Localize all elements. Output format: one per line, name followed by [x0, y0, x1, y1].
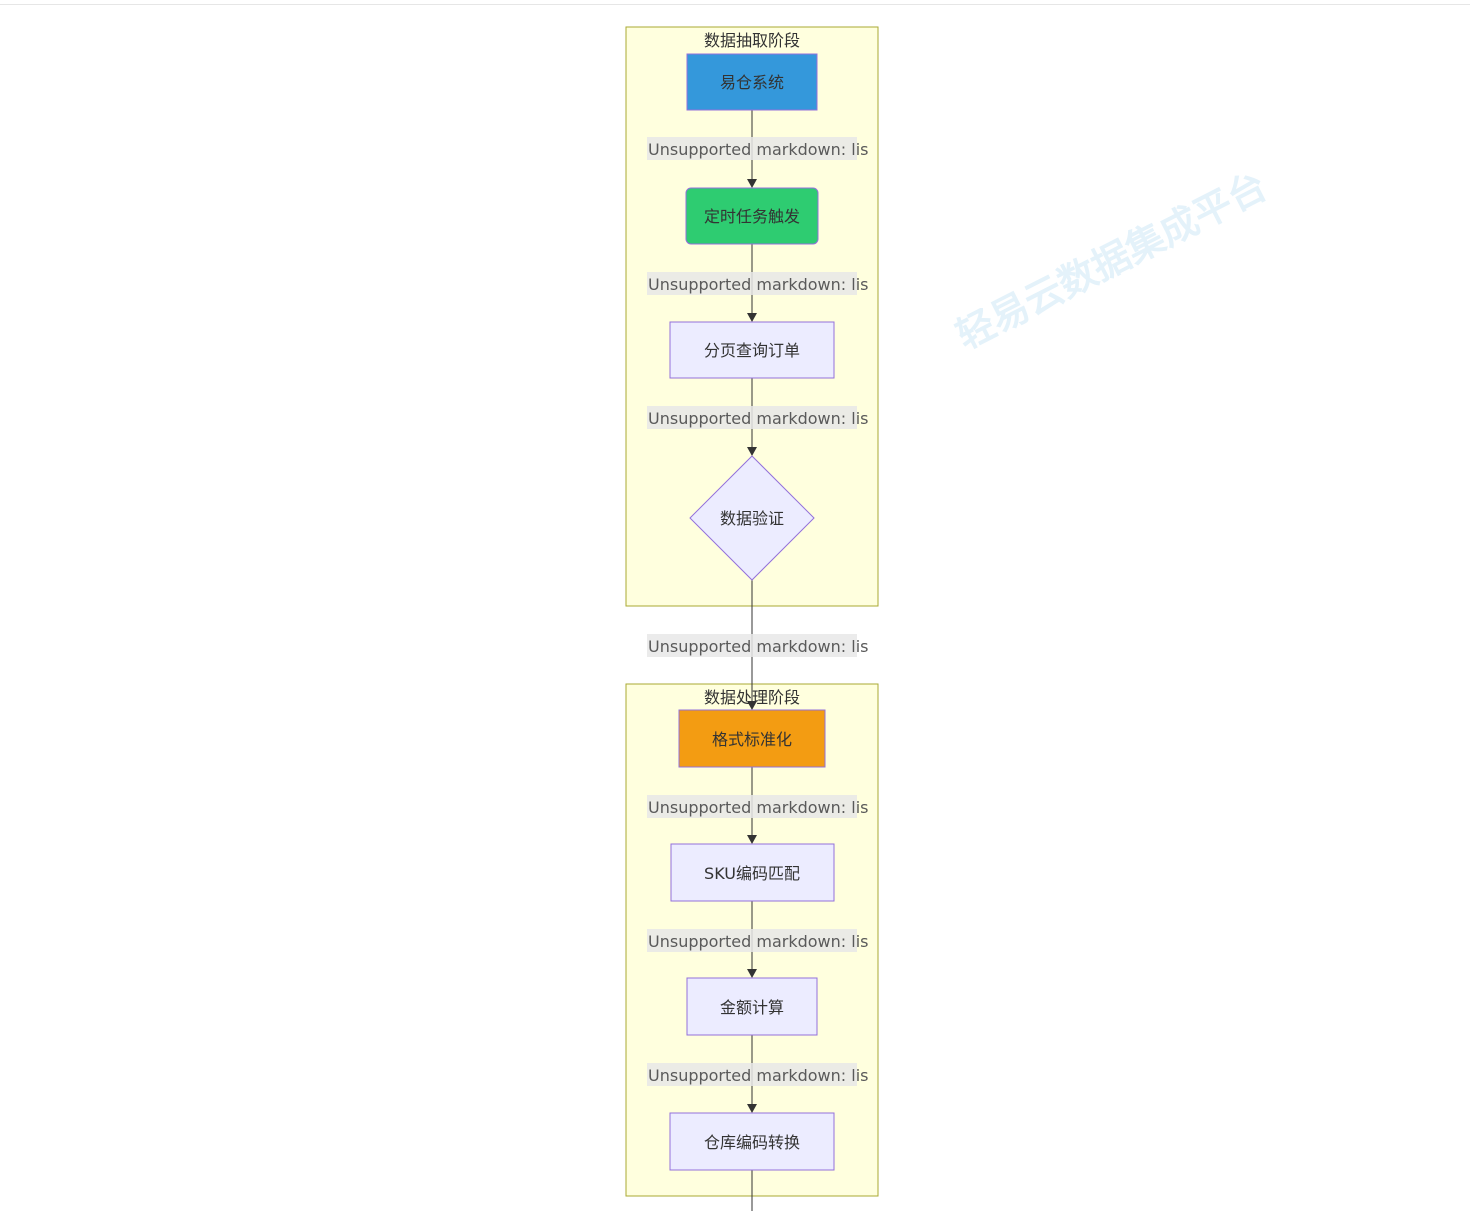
node-label: 分页查询订单: [704, 341, 800, 360]
edge-label-text: Unsupported markdown: lis: [648, 637, 868, 656]
node-format-standardize[interactable]: 格式标准化: [678, 709, 826, 768]
edge-label: Unsupported markdown: lis: [647, 634, 868, 657]
node-data-validation[interactable]: 数据验证: [689, 455, 815, 581]
arrowhead: [747, 447, 757, 456]
arrowhead: [747, 835, 757, 844]
node-label: 仓库编码转换: [704, 1133, 800, 1152]
node-amount-calc[interactable]: 金额计算: [686, 977, 818, 1036]
node-label: SKU编码匹配: [704, 864, 800, 883]
edge-label-text: Unsupported markdown: lis: [648, 275, 868, 294]
node-warehouse-code-convert[interactable]: 仓库编码转换: [669, 1112, 835, 1171]
edge-label-text: Unsupported markdown: lis: [648, 932, 868, 951]
edge-label: Unsupported markdown: lis: [647, 1063, 868, 1086]
node-sku-match[interactable]: SKU编码匹配: [670, 843, 835, 902]
node-label: 格式标准化: [712, 730, 792, 749]
node-yicang-system[interactable]: 易仓系统: [686, 53, 818, 111]
edge-label: Unsupported markdown: lis: [647, 795, 868, 818]
top-divider: [0, 4, 1470, 5]
node-label: 易仓系统: [720, 73, 784, 92]
node-label: 定时任务触发: [704, 207, 800, 226]
arrowhead: [747, 1104, 757, 1113]
edge-label-text: Unsupported markdown: lis: [648, 409, 868, 428]
arrowhead: [747, 179, 757, 188]
cluster-title-extract: 数据抽取阶段: [704, 31, 800, 50]
edge-label: Unsupported markdown: lis: [647, 406, 868, 429]
node-scheduled-trigger[interactable]: 定时任务触发: [685, 187, 819, 245]
edge-label: Unsupported markdown: lis: [647, 272, 868, 295]
edge-label-text: Unsupported markdown: lis: [648, 1066, 868, 1085]
node-label: 数据验证: [720, 509, 784, 528]
arrowhead: [747, 313, 757, 322]
edge-label-text: Unsupported markdown: lis: [648, 140, 868, 159]
node-label: 金额计算: [720, 998, 784, 1017]
arrowhead: [747, 701, 757, 710]
watermark-text: 轻易云数据集成平台: [949, 164, 1274, 358]
edge-label: Unsupported markdown: lis: [647, 137, 868, 160]
edge-label-text: Unsupported markdown: lis: [648, 798, 868, 817]
edge-label: Unsupported markdown: lis: [647, 929, 868, 952]
arrowhead: [747, 969, 757, 978]
node-paged-query-orders[interactable]: 分页查询订单: [669, 321, 835, 379]
